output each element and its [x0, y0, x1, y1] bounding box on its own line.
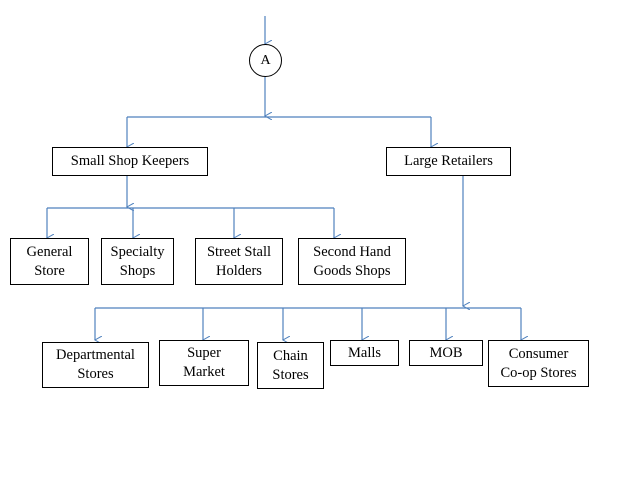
node-label: Large Retailers — [404, 153, 493, 169]
root-node-a: A — [249, 44, 282, 77]
node-consumer-coop-stores: Consumer Co-op Stores — [488, 340, 589, 387]
node-departmental-stores: Departmental Stores — [42, 342, 149, 388]
node-label: Specialty Shops — [110, 243, 165, 279]
node-super-market: Super Market — [159, 340, 249, 386]
node-label: Second Hand Goods Shops — [313, 243, 391, 279]
node-label: Chain Stores — [272, 347, 309, 383]
node-label: Consumer Co-op Stores — [500, 345, 577, 381]
node-label: Super Market — [183, 345, 225, 380]
node-label: General Store — [26, 243, 73, 279]
node-malls: Malls — [330, 340, 399, 366]
node-label: Malls — [347, 344, 382, 361]
node-label: Departmental Stores — [56, 347, 135, 382]
root-node-label: A — [260, 52, 271, 68]
node-label: MOB — [429, 344, 463, 361]
node-mob: MOB — [409, 340, 483, 366]
node-label: Street Stall Holders — [206, 243, 272, 279]
node-label: Small Shop Keepers — [70, 153, 190, 169]
node-specialty-shops: Specialty Shops — [101, 238, 174, 285]
node-large-retailers: Large Retailers — [386, 147, 511, 176]
node-second-hand-goods-shops: Second Hand Goods Shops — [298, 238, 406, 285]
node-general-store: General Store — [10, 238, 89, 285]
node-small-shop-keepers: Small Shop Keepers — [52, 147, 208, 176]
node-street-stall-holders: Street Stall Holders — [195, 238, 283, 285]
node-chain-stores: Chain Stores — [257, 342, 324, 389]
